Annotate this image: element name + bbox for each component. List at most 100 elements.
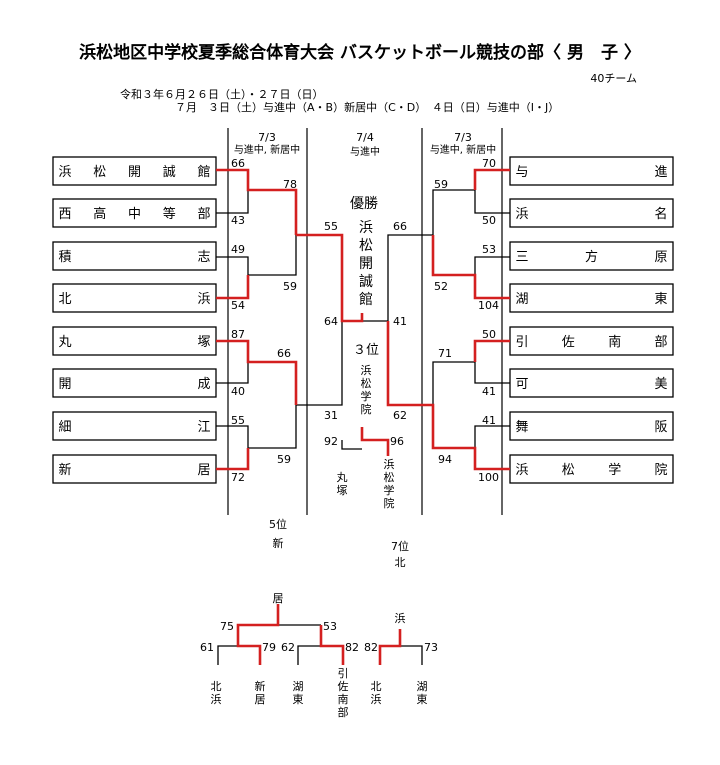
third-match-right-team: 浜松学院 bbox=[384, 458, 395, 510]
team-box-frame bbox=[509, 411, 674, 441]
score-label: 53 bbox=[482, 243, 496, 256]
bracket-line bbox=[248, 405, 297, 449]
team-box-left-5: 丸塚 bbox=[52, 326, 217, 356]
placement-team: 新居 bbox=[255, 679, 266, 706]
winner-path bbox=[216, 339, 298, 405]
seventh-place-label: 7位 bbox=[391, 539, 409, 553]
score-label: 43 bbox=[231, 214, 245, 227]
winner-path bbox=[236, 604, 280, 665]
team-name: 湖東 bbox=[515, 291, 667, 307]
bracket-line bbox=[296, 321, 343, 406]
team-name: 丸塚 bbox=[58, 335, 210, 350]
bracket-line bbox=[341, 440, 362, 450]
team-name: 浜松学院 bbox=[515, 462, 667, 478]
team-box-frame bbox=[509, 454, 674, 484]
score-label: 52 bbox=[434, 280, 448, 293]
team-name: 北浜 bbox=[58, 292, 210, 307]
placement-team: 北浜 bbox=[371, 680, 382, 706]
team-box-right-5: 引佐南部 bbox=[509, 326, 674, 356]
score-label: 87 bbox=[231, 328, 245, 341]
winner-path bbox=[296, 233, 364, 323]
bracket-line bbox=[216, 256, 249, 275]
page-title: 浜松地区中学校夏季総合体育大会 バスケットボール競技の部〈 男 子 〉 bbox=[79, 42, 641, 63]
winner-path bbox=[431, 235, 510, 300]
team-box-right-6: 可美 bbox=[509, 368, 674, 398]
fifth-place-team: 新 bbox=[273, 536, 284, 550]
team-box-frame bbox=[52, 283, 217, 313]
team-box-right-2: 浜名 bbox=[509, 198, 674, 228]
winner-path bbox=[360, 427, 390, 456]
score-label: 40 bbox=[231, 385, 245, 398]
winner-path bbox=[216, 448, 250, 471]
team-box-frame bbox=[509, 198, 674, 228]
bracket-line bbox=[474, 256, 510, 275]
bracket-line bbox=[400, 645, 423, 665]
team-name: 舞阪 bbox=[515, 420, 667, 435]
bracket-line bbox=[432, 361, 475, 405]
left-column-date: 7/3 bbox=[258, 131, 276, 144]
score-label: 41 bbox=[393, 315, 407, 328]
team-box-right-7: 舞阪 bbox=[509, 411, 674, 441]
third-match-left-team: 丸塚 bbox=[337, 471, 348, 497]
team-box-left-4: 北浜 bbox=[52, 283, 217, 313]
bracket-line bbox=[432, 189, 475, 235]
score-label: 66 bbox=[277, 347, 291, 360]
team-name: 浜名 bbox=[515, 206, 667, 222]
score-label: 96 bbox=[390, 435, 404, 448]
score-label: 59 bbox=[283, 280, 297, 293]
score-label: 75 bbox=[220, 620, 234, 633]
team-box-right-3: 三方原 bbox=[509, 241, 674, 271]
score-label: 82 bbox=[345, 641, 359, 654]
center-column-date: 7/4 bbox=[356, 131, 374, 144]
score-label: 82 bbox=[364, 641, 378, 654]
score-label: 54 bbox=[231, 299, 245, 312]
team-box-frame bbox=[509, 241, 674, 271]
winner-path bbox=[319, 625, 345, 665]
team-box-left-8: 新居 bbox=[52, 454, 217, 484]
score-label: 55 bbox=[324, 220, 338, 233]
winner-path bbox=[386, 321, 510, 471]
score-label: 55 bbox=[231, 414, 245, 427]
score-label: 70 bbox=[482, 157, 496, 170]
score-label: 53 bbox=[323, 620, 337, 633]
score-label: 62 bbox=[281, 641, 295, 654]
team-box-right-8: 浜松学院 bbox=[509, 454, 674, 484]
left-column-venue: 与進中, 新居中 bbox=[234, 143, 300, 156]
team-box-frame bbox=[509, 326, 674, 356]
right-column-date: 7/3 bbox=[454, 131, 472, 144]
score-label: 66 bbox=[393, 220, 407, 233]
winner-path bbox=[216, 168, 298, 235]
score-label: 92 bbox=[324, 435, 338, 448]
score-label: 100 bbox=[478, 471, 499, 484]
score-label: 50 bbox=[482, 328, 496, 341]
score-label: 49 bbox=[231, 243, 245, 256]
winner-path bbox=[473, 168, 510, 190]
placement-team: 北浜 bbox=[211, 680, 222, 706]
team-box-frame bbox=[52, 241, 217, 271]
score-label: 94 bbox=[438, 453, 452, 466]
team-name: 浜松開誠館 bbox=[58, 165, 210, 180]
bracket-line bbox=[474, 425, 510, 448]
bracket-line bbox=[216, 425, 249, 448]
team-box-right-4: 湖東 bbox=[509, 283, 674, 313]
team-box-frame bbox=[52, 368, 217, 398]
team-name: 可美 bbox=[515, 377, 667, 392]
bracket-line bbox=[216, 190, 249, 214]
team-name: 細江 bbox=[58, 420, 210, 435]
score-label: 79 bbox=[262, 641, 276, 654]
winner-path bbox=[378, 629, 402, 665]
third-place-team: 浜松学院 bbox=[361, 364, 372, 416]
team-box-frame bbox=[52, 411, 217, 441]
score-label: 59 bbox=[277, 453, 291, 466]
winner-path bbox=[216, 275, 250, 300]
team-box-frame bbox=[52, 326, 217, 356]
champion-label: 優勝 bbox=[350, 196, 378, 212]
fifth-place-label: 5位 bbox=[269, 517, 287, 531]
team-count: 40チーム bbox=[590, 72, 637, 85]
bracket-line bbox=[248, 235, 297, 276]
placement-team: 湖東 bbox=[417, 680, 428, 706]
team-box-frame bbox=[509, 368, 674, 398]
bracket-line bbox=[362, 234, 433, 322]
score-label: 104 bbox=[478, 299, 499, 312]
